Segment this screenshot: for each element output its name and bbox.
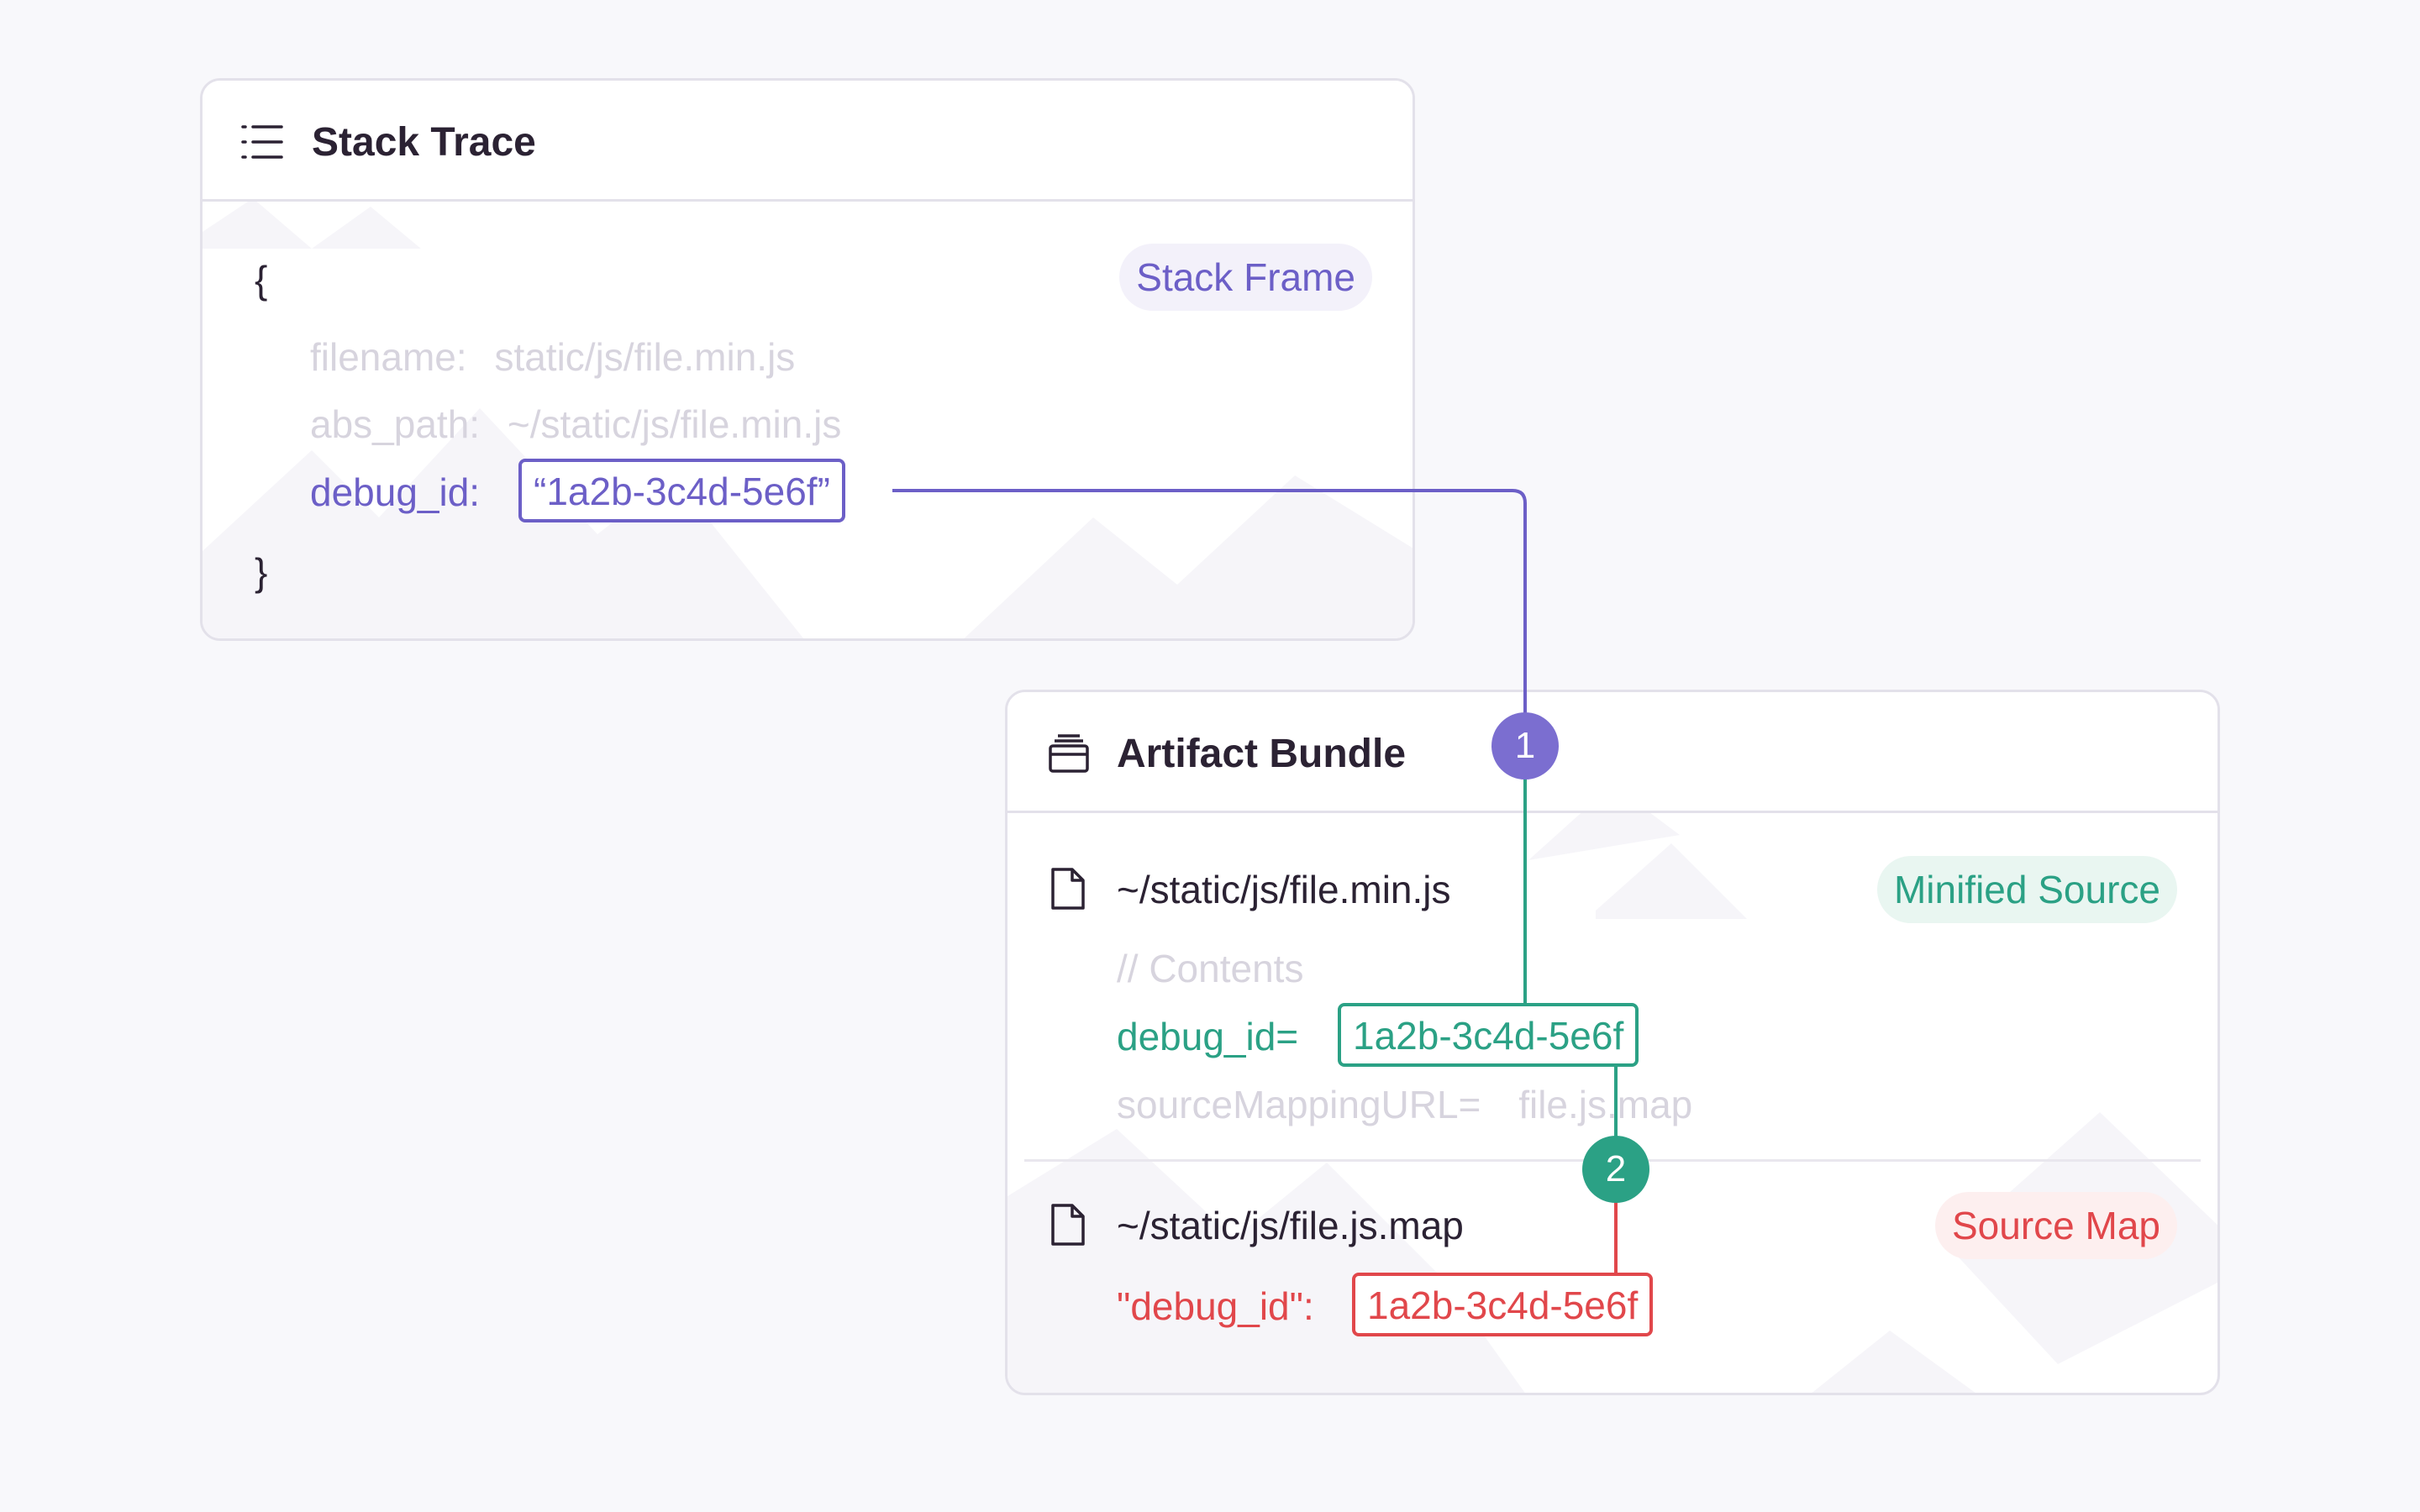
stack-trace-card: Stack Trace Stack Frame { filename: stat… <box>200 78 1415 641</box>
minified-source-tag: Minified Source <box>1876 856 2177 923</box>
file-icon <box>1051 1204 1085 1246</box>
stack-frame-tag: Stack Frame <box>1119 244 1372 311</box>
source-map-path: ~/static/js/file.js.map <box>1117 1204 1464 1247</box>
contents-comment: // Contents <box>1117 947 1304 990</box>
stack-debug-id-box: “1a2b-3c4d-5e6f” <box>518 459 845 522</box>
minified-debug-id-label: debug_id= <box>1117 1015 1299 1058</box>
stack-debug-id-label: debug_id: <box>310 470 481 514</box>
step-1-badge: 1 <box>1491 712 1559 780</box>
artifact-bundle-header: Artifact Bundle <box>1007 692 2217 813</box>
filename-label: filename: <box>310 335 467 379</box>
source-mapping-value: file.js.map <box>1518 1083 1693 1126</box>
archive-box-icon <box>1049 734 1089 773</box>
source-map-debug-id-label: "debug_id": <box>1117 1284 1314 1328</box>
artifact-bundle-title: Artifact Bundle <box>1117 732 1407 776</box>
abs-path-line: abs_path: ~/static/js/file.min.js <box>310 405 841 444</box>
open-brace: { <box>255 258 268 302</box>
stack-trace-title: Stack Trace <box>312 120 536 165</box>
step-2-badge: 2 <box>1582 1136 1649 1203</box>
source-map-debug-id-box: 1a2b-3c4d-5e6f <box>1352 1273 1654 1336</box>
source-map-tag: Source Map <box>1934 1192 2177 1259</box>
filename-value: static/js/file.min.js <box>494 335 796 379</box>
source-mapping-line: sourceMappingURL= file.js.map <box>1117 1085 1692 1124</box>
filename-line: filename: static/js/file.min.js <box>310 338 795 376</box>
file-icon <box>1051 868 1085 910</box>
stack-trace-header: Stack Trace <box>203 81 1413 202</box>
minified-path: ~/static/js/file.min.js <box>1117 868 1451 911</box>
close-brace: } <box>255 550 268 594</box>
abs-path-label: abs_path: <box>310 402 481 446</box>
artifact-bundle-card: Artifact Bundle ~/static/js/file.min.js … <box>1005 690 2220 1395</box>
source-mapping-label: sourceMappingURL= <box>1117 1083 1481 1126</box>
abs-path-value: ~/static/js/file.min.js <box>507 402 842 446</box>
minified-debug-id-box: 1a2b-3c4d-5e6f <box>1338 1003 1639 1067</box>
list-icon <box>241 125 283 159</box>
